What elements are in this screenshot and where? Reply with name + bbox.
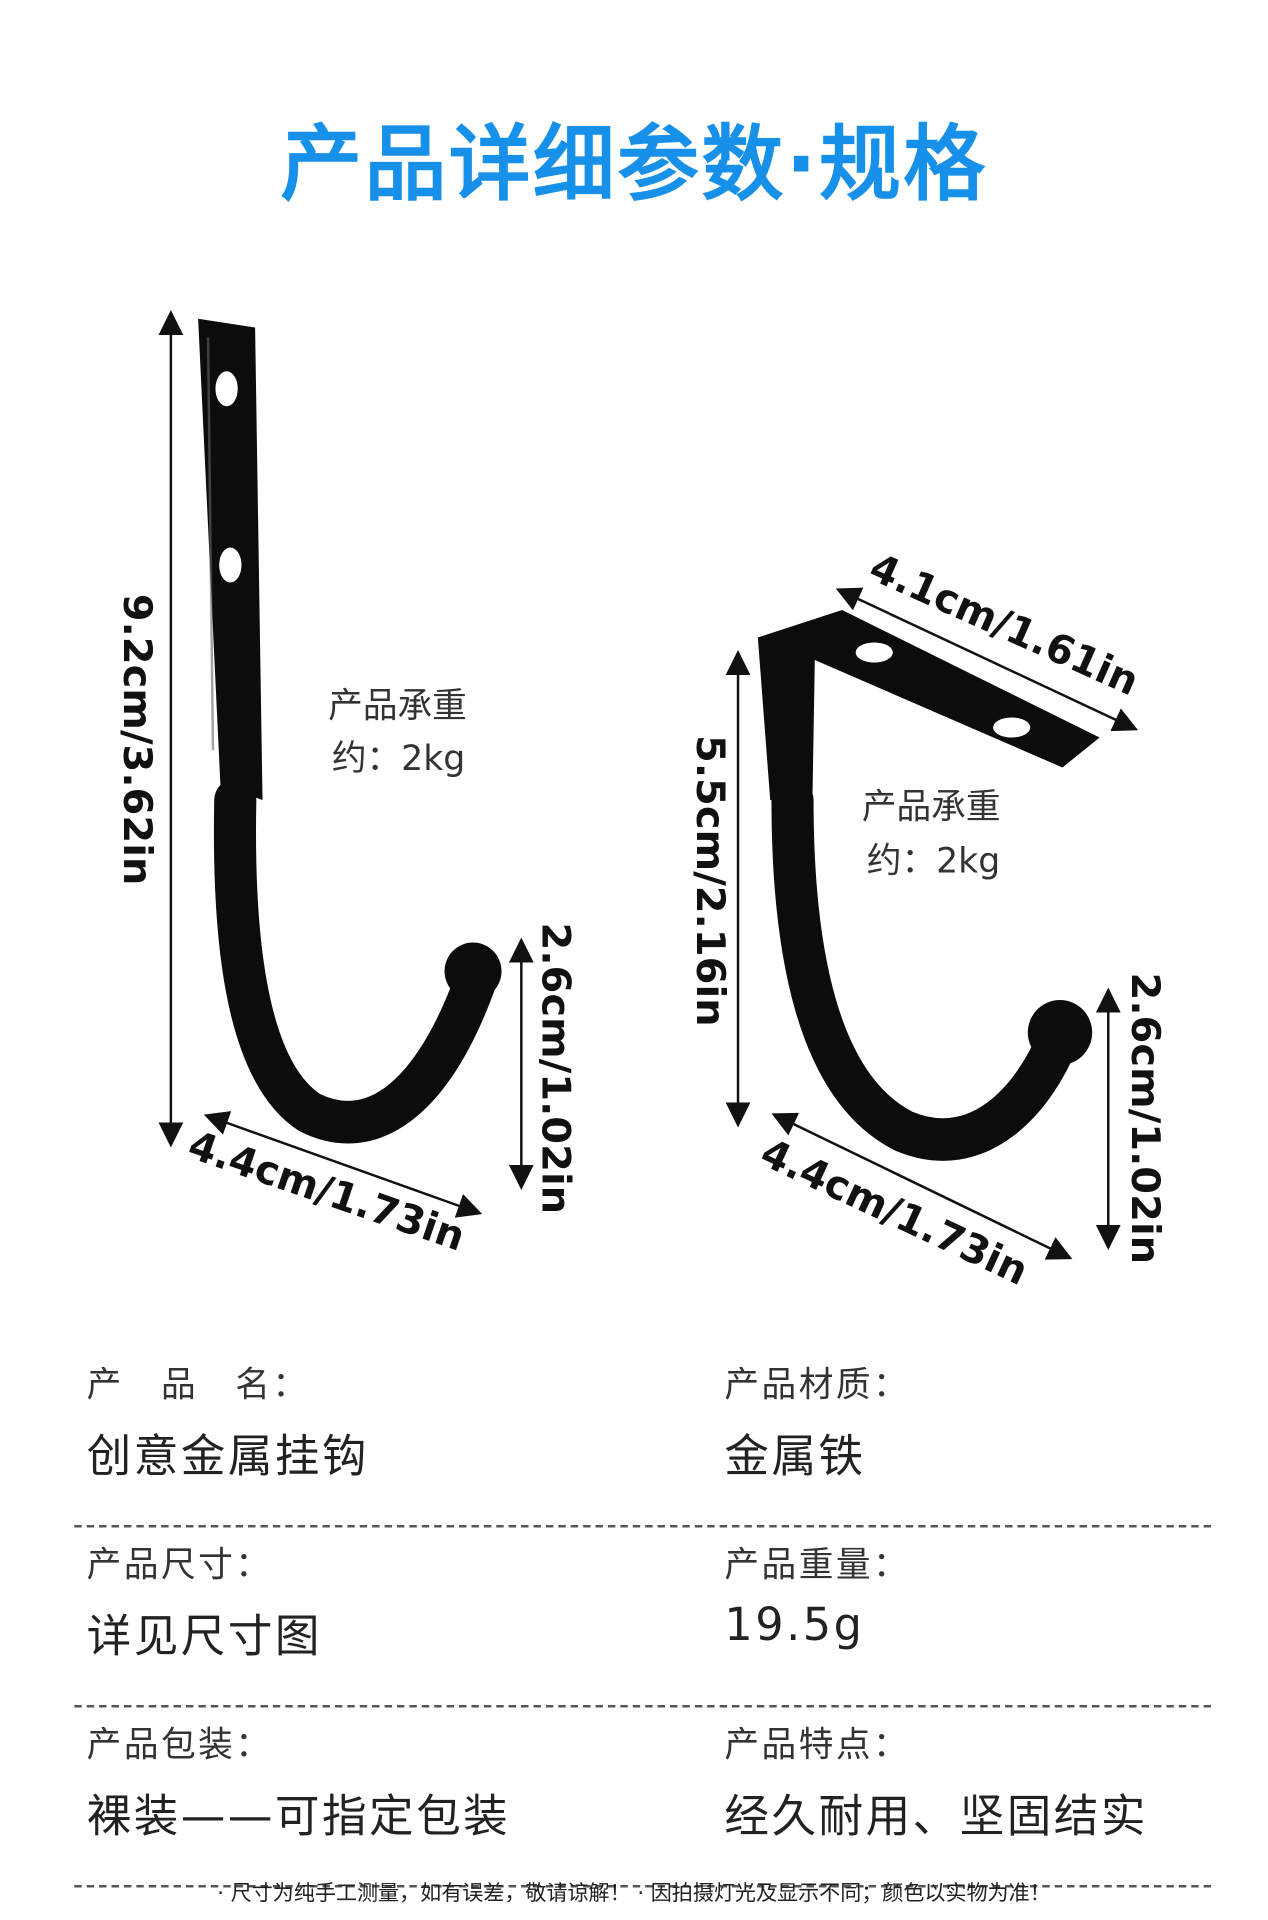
spec-value: 金属铁 (724, 1431, 866, 1483)
spec-item-size: 产品尺寸： 详见尺寸图 (87, 1528, 322, 1666)
spec-key: 产 品 名： (86, 1363, 310, 1405)
spec-value: 19.5g (724, 1600, 865, 1652)
right-tip-dimension: 2.6cm/1.02in (1122, 973, 1168, 1265)
right-load-value: 约：2kg (867, 841, 1000, 881)
spec-key: 产品包装： (86, 1723, 273, 1765)
spec-value: 经久耐用、坚固结实 (724, 1791, 1148, 1843)
left-tip-dimension: 2.6cm/1.02in (532, 923, 578, 1215)
spec-table: 产 品 名： 创意金属挂钩 产品材质： 金属铁 产品尺寸： 详见尺寸图 产品重量… (74, 1348, 1212, 1888)
spec-value: 详见尺寸图 (86, 1611, 322, 1663)
spec-item-weight: 产品重量： 19.5g (724, 1528, 910, 1652)
page-title: 产品详细参数·规格 (280, 116, 988, 213)
left-load-label: 产品承重 (328, 686, 467, 726)
spec-row: 产 品 名： 创意金属挂钩 产品材质： 金属铁 (74, 1348, 1212, 1528)
spec-key: 产品重量： (724, 1543, 911, 1585)
left-height-dimension: 9.2cm/3.62in (114, 594, 160, 886)
spec-key: 产品材质： (724, 1363, 911, 1405)
spec-value: 创意金属挂钩 (86, 1431, 370, 1483)
right-top-arrow (835, 587, 1139, 732)
spec-value: 裸装——可指定包装 (86, 1791, 511, 1843)
right-width-arrow (771, 1112, 1073, 1260)
spec-key: 产品尺寸： (86, 1543, 273, 1585)
right-width-dimension: 4.4cm/1.73in (754, 1130, 1035, 1295)
spec-row: 产品尺寸： 详见尺寸图 产品重量： 19.5g (74, 1528, 1212, 1708)
spec-row: 产品包装： 裸装——可指定包装 产品特点： 经久耐用、坚固结实 (74, 1708, 1212, 1888)
left-load-value: 约：2kg (332, 739, 465, 779)
spec-key: 产品特点： (724, 1723, 911, 1765)
spec-item-packaging: 产品包装： 裸装——可指定包装 (87, 1708, 511, 1846)
product-dimension-figure: 9.2cm/3.62in 4.4cm/1.73in 2.6cm/1.02in 产… (114, 310, 1168, 1295)
footnote: · 尺寸为纯手工测量，如有误差，敬请谅解！ · 因拍摄灯光及显示不同；颜色以实物… (217, 1881, 1051, 1907)
right-height-dimension: 5.5cm/2.16in (687, 735, 733, 1027)
right-load-label: 产品承重 (862, 788, 1001, 828)
spec-item-features: 产品特点： 经久耐用、坚固结实 (724, 1708, 1148, 1846)
left-width-dimension: 4.4cm/1.73in (183, 1122, 471, 1261)
spec-item-material: 产品材质： 金属铁 (724, 1348, 910, 1486)
left-width-arrow (203, 1111, 483, 1218)
spec-item-product-name: 产 品 名： 创意金属挂钩 (87, 1348, 369, 1486)
